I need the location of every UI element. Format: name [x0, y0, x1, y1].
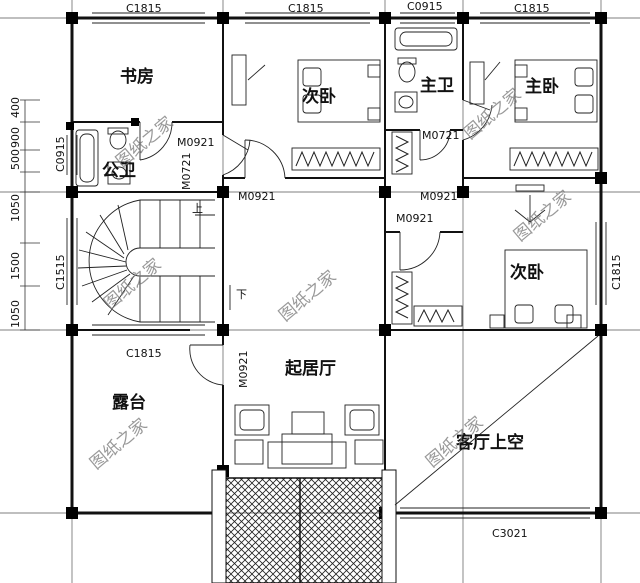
room-label-bedroom-mid: 次卧	[302, 86, 336, 107]
window-tag-top-right: C1815	[514, 2, 550, 15]
window-tag-bottom-right: C3021	[492, 527, 528, 540]
room-label-void: 客厅上空	[455, 432, 524, 453]
room-label-master-bath: 主卫	[420, 75, 454, 96]
stair-up-label: 上	[192, 202, 203, 215]
fixtures	[75, 27, 458, 187]
door-tag-bed-right: M0921	[396, 212, 434, 225]
stair-down-label: 下	[236, 288, 247, 301]
window-tag-top-left: C1815	[126, 2, 162, 15]
window-tag-left-stair: C1515	[54, 254, 67, 290]
dim-3: 500	[9, 149, 22, 170]
dimension-chain	[20, 99, 40, 331]
watermark: 图纸之家	[100, 255, 165, 314]
window-tag-top-mid: C1815	[288, 2, 324, 15]
windows	[66, 12, 607, 519]
exterior-walls	[70, 16, 603, 515]
door-tag-study: M0921	[177, 136, 215, 149]
window-tag-left-wc: C0915	[54, 136, 67, 172]
terrace-railing	[211, 469, 397, 583]
window-tag-right-side: C1815	[610, 254, 623, 290]
wardrobe-hangers	[295, 135, 593, 324]
dim-2: 900	[9, 127, 22, 148]
door-tag-bed-mid: M0921	[238, 190, 276, 203]
door-tag-living: M0921	[237, 351, 250, 389]
door-tag-wc: M0721	[180, 153, 193, 191]
watermark: 图纸之家	[275, 267, 340, 326]
dim-1: 400	[9, 97, 22, 118]
interior-walls	[72, 18, 601, 470]
room-label-master-bed: 主卧	[525, 76, 559, 97]
spiral-stair	[77, 199, 231, 323]
living-furniture	[234, 404, 384, 469]
dim-4: 1050	[9, 194, 22, 222]
room-label-bedroom-right: 次卧	[510, 262, 544, 283]
room-label-public-wc: 公卫	[102, 161, 136, 181]
room-label-living: 起居厅	[284, 358, 336, 379]
dim-5: 1500	[9, 252, 22, 280]
dim-6: 1050	[9, 300, 22, 328]
void-outline	[394, 335, 599, 506]
watermark: 图纸之家	[510, 187, 575, 246]
watermark: 图纸之家	[86, 415, 151, 474]
room-label-study: 书房	[120, 66, 154, 87]
doors	[139, 99, 493, 386]
window-tag-terrace-top: C1815	[126, 347, 162, 360]
door-tag-bath: M0721	[422, 129, 460, 142]
room-label-terrace: 露台	[112, 392, 146, 413]
window-tag-top-bath: C0915	[407, 0, 443, 13]
door-tag-master: M0921	[420, 190, 458, 203]
bedroom-furniture	[231, 54, 599, 329]
